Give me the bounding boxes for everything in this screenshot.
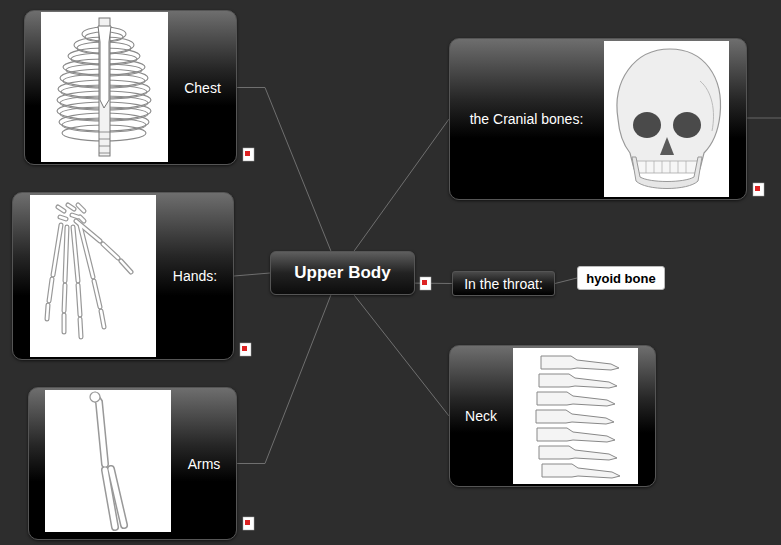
pdf-icon — [243, 517, 254, 530]
leaf-topic: hyoid bone — [577, 266, 665, 290]
node-label: Neck — [449, 408, 513, 424]
node-label: Upper Body — [294, 263, 390, 283]
image-topic-box: the Cranial bones: — [449, 38, 747, 200]
branch-line — [747, 118, 781, 119]
arm-bone-illustration — [45, 390, 171, 532]
node-label: the Cranial bones: — [449, 111, 604, 127]
image-topic-box: Neck — [449, 345, 656, 487]
connector-line — [237, 88, 331, 252]
pdf-icon — [420, 277, 431, 290]
node-label: In the throat: — [464, 276, 543, 292]
node-label: hyoid bone — [586, 271, 655, 286]
cervical-spine-illustration — [513, 348, 638, 484]
pdf-icon — [240, 343, 251, 356]
node-label: Chest — [168, 80, 237, 96]
image-topic-box: Arms — [28, 387, 237, 540]
node-label: Hands: — [156, 268, 234, 284]
connector-line — [354, 119, 449, 251]
image-topic-box: Hands: — [12, 192, 234, 360]
subtopic-box: In the throat: — [452, 271, 555, 296]
image-topic-box: Chest — [24, 10, 237, 165]
hand-illustration — [30, 195, 156, 357]
central-topic: Upper Body — [270, 251, 415, 295]
node-label: Arms — [171, 456, 237, 472]
ribcage-illustration — [41, 12, 168, 162]
connector-line — [354, 295, 449, 416]
pdf-icon — [753, 183, 764, 196]
connector-line — [237, 295, 331, 464]
skull-illustration — [604, 41, 729, 197]
connector-line — [234, 273, 270, 276]
connector-line — [555, 278, 577, 284]
pdf-icon — [243, 148, 254, 161]
